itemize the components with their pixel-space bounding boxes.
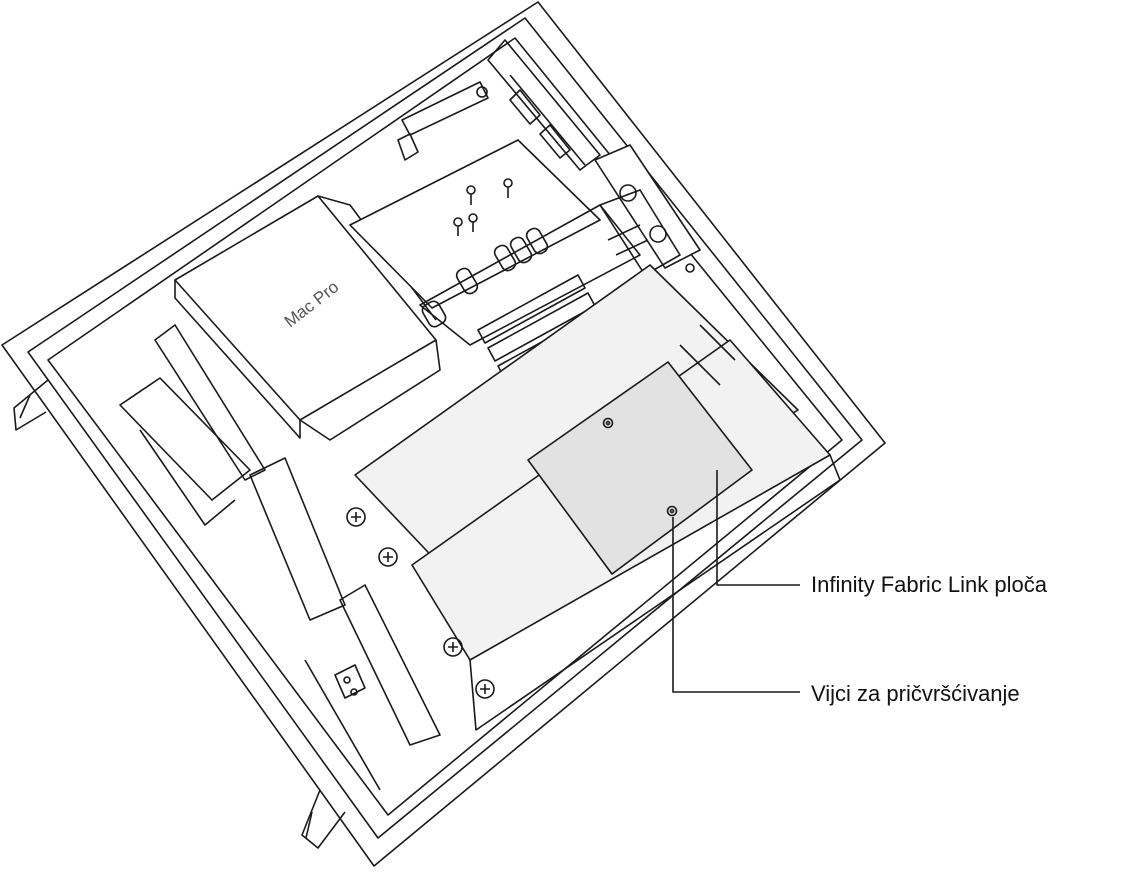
callout-mounting-screws: Vijci za pričvršćivanje [811, 681, 1020, 706]
standoff-posts [453, 178, 513, 236]
leader-line-screws [672, 517, 800, 693]
card-bracket [594, 144, 701, 276]
power-supply [174, 195, 441, 441]
logic-board-io [349, 139, 641, 346]
leader-line-plate [716, 470, 800, 586]
fan-module-left [119, 324, 441, 791]
rail-screws [346, 507, 495, 699]
top-rail [397, 39, 601, 171]
lower-port [334, 664, 366, 699]
infinity-fabric-link-plate [527, 361, 753, 575]
plate-screws [602, 417, 678, 517]
handle-bottom [301, 789, 346, 849]
handle-left [13, 379, 49, 431]
callout-infinity-fabric-plate: Infinity Fabric Link ploča [811, 572, 1047, 597]
